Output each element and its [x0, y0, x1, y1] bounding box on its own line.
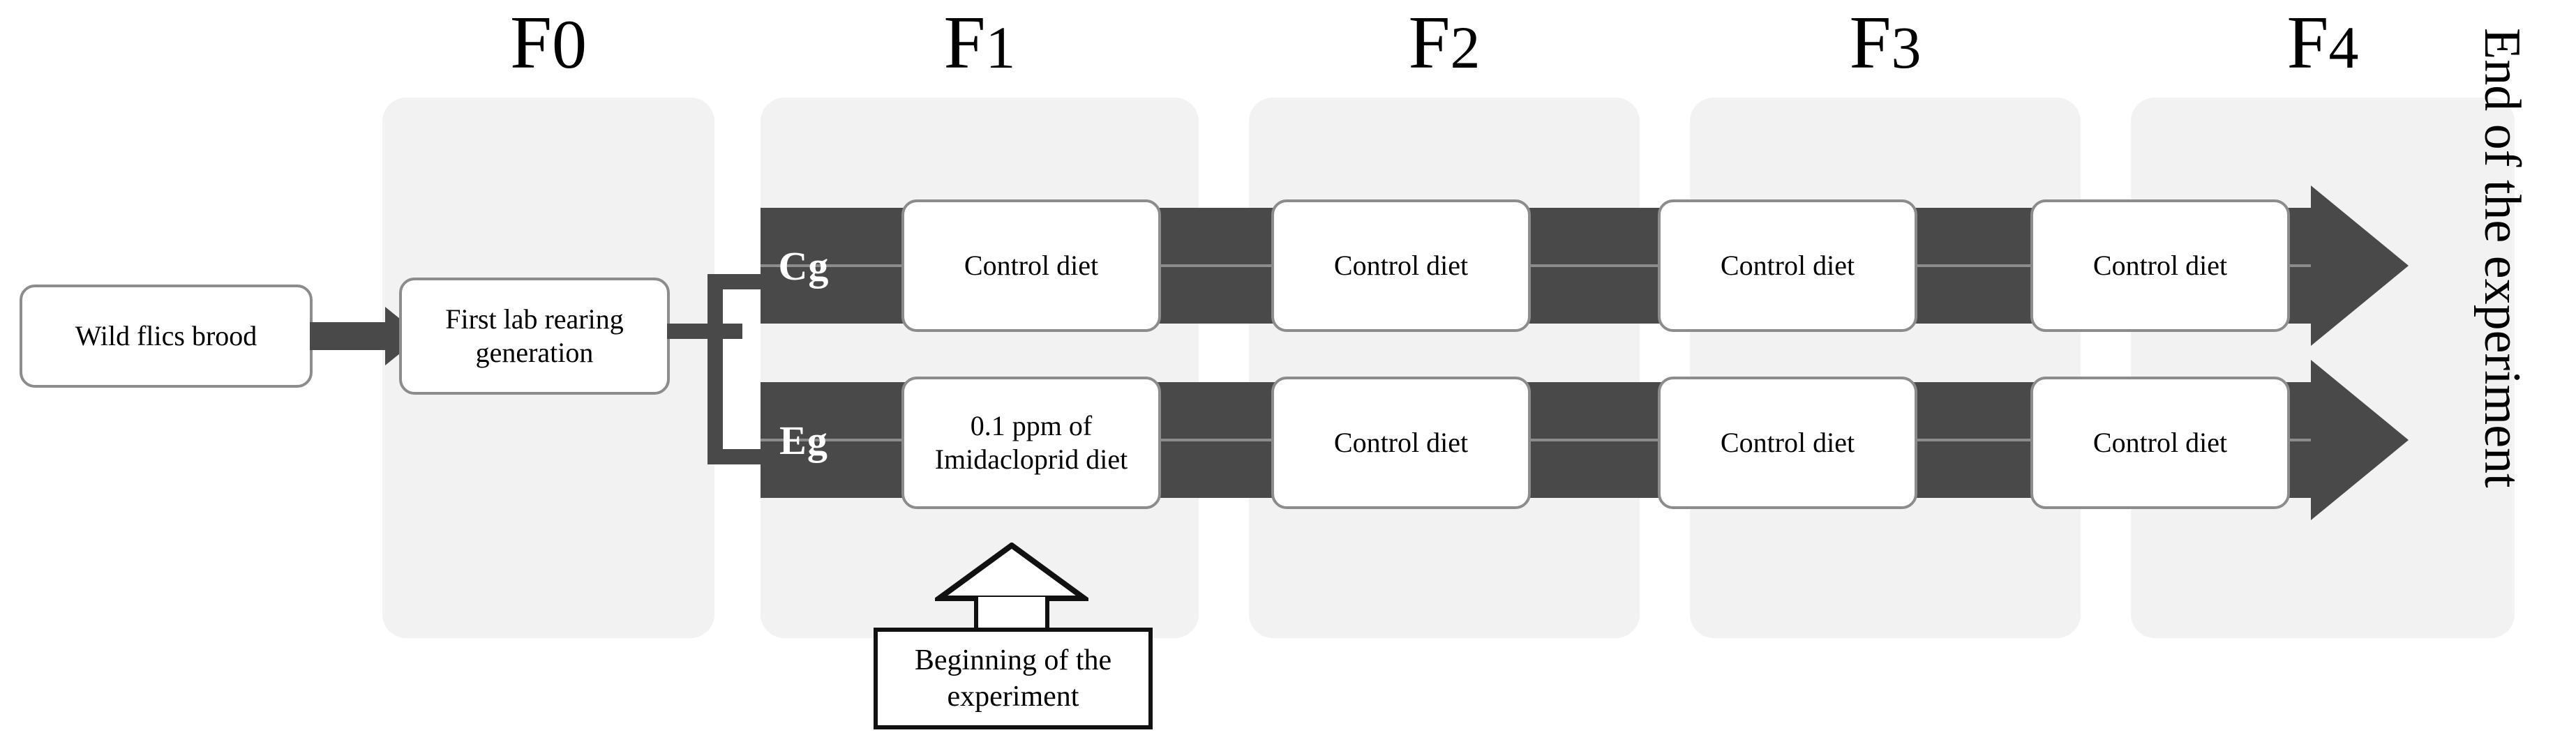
cg-arrow-shaft-centerline: [761, 264, 2311, 267]
callout-arrow-svg: [930, 542, 1093, 601]
generation-label-f2: F2: [1249, 6, 1640, 81]
eg-arrow-head: [2311, 360, 2409, 520]
generation-label-f0-index: 0: [552, 6, 587, 83]
end-of-experiment-label: End of the experiment: [2472, 28, 2531, 488]
cg-f4-treatment-label: Control diet: [2092, 249, 2228, 281]
wild-flies-brood-label: Wild flics brood: [75, 319, 257, 351]
callout-up-arrow-head-icon: [930, 542, 1093, 603]
cg-f4-treatment-box: Control diet: [2030, 199, 2290, 332]
eg-f3-treatment-box: Control diet: [1658, 377, 1917, 509]
group-label-cg-text: Cg: [778, 243, 830, 289]
generation-label-f1-index: 1: [985, 14, 1016, 81]
generation-label-f2-index: 2: [1450, 14, 1481, 81]
eg-f1-treatment-label: 0.1 ppm of Imidacloprid diet: [934, 410, 1128, 475]
eg-arrow-shaft-centerline: [761, 439, 2311, 441]
split-bracket-branch-cg: [707, 274, 773, 289]
generation-label-f3-index: 3: [1891, 14, 1922, 81]
eg-f3-treatment-label: Control diet: [1720, 426, 1855, 458]
split-bracket-stub: [667, 324, 742, 339]
wild-flies-brood-box: Wild flics brood: [20, 285, 313, 388]
callout-arrow-stem: [974, 597, 1049, 633]
group-label-eg-text: Eg: [779, 417, 828, 463]
generation-panel-f2: [1249, 98, 1640, 638]
eg-f4-treatment-box: Control diet: [2030, 377, 2290, 509]
generation-label-f4: F4: [2131, 6, 2515, 81]
cg-f1-treatment-box: Control diet: [901, 199, 1161, 332]
end-of-experiment-text: End of the experiment: [2473, 28, 2531, 488]
callout-beginning-of-experiment: Beginning of the experiment: [874, 628, 1153, 729]
generation-label-f0: F0: [382, 6, 714, 81]
group-label-cg: Cg: [766, 208, 841, 324]
generation-label-f3: F3: [1690, 6, 2081, 81]
eg-f2-treatment-label: Control diet: [1333, 426, 1469, 458]
first-lab-rearing-generation-label: First lab rearing generation: [445, 303, 624, 368]
generation-label-f3-prefix: F: [1849, 1, 1892, 84]
generation-label-f1-prefix: F: [943, 1, 986, 84]
cg-f3-treatment-label: Control diet: [1720, 249, 1855, 281]
eg-f4-treatment-label: Control diet: [2092, 426, 2228, 458]
split-bracket-branch-eg: [707, 449, 773, 464]
cg-f1-treatment-label: Control diet: [964, 249, 1099, 281]
callout-label: Beginning of the experiment: [914, 644, 1112, 713]
cg-f3-treatment-box: Control diet: [1658, 199, 1917, 332]
generation-panel-f3: [1690, 98, 2081, 638]
eg-f2-treatment-box: Control diet: [1271, 377, 1531, 509]
eg-f1-treatment-box: 0.1 ppm of Imidacloprid diet: [901, 377, 1161, 509]
generation-label-f1: F1: [761, 6, 1199, 81]
generation-label-f2-prefix: F: [1408, 1, 1451, 84]
first-lab-rearing-generation-box: First lab rearing generation: [399, 278, 670, 395]
generation-label-f4-prefix: F: [2286, 1, 2329, 84]
split-bracket-vertical: [707, 274, 723, 464]
generation-label-f0-prefix: F: [509, 1, 553, 84]
cg-f2-treatment-label: Control diet: [1333, 249, 1469, 281]
generation-panel-f1: [761, 98, 1199, 638]
cg-f2-treatment-box: Control diet: [1271, 199, 1531, 332]
cg-arrow-head: [2311, 185, 2409, 346]
group-label-eg: Eg: [766, 382, 841, 498]
generation-label-f4-index: 4: [2328, 14, 2359, 81]
source-to-f0-arrow-tail: [310, 322, 388, 350]
